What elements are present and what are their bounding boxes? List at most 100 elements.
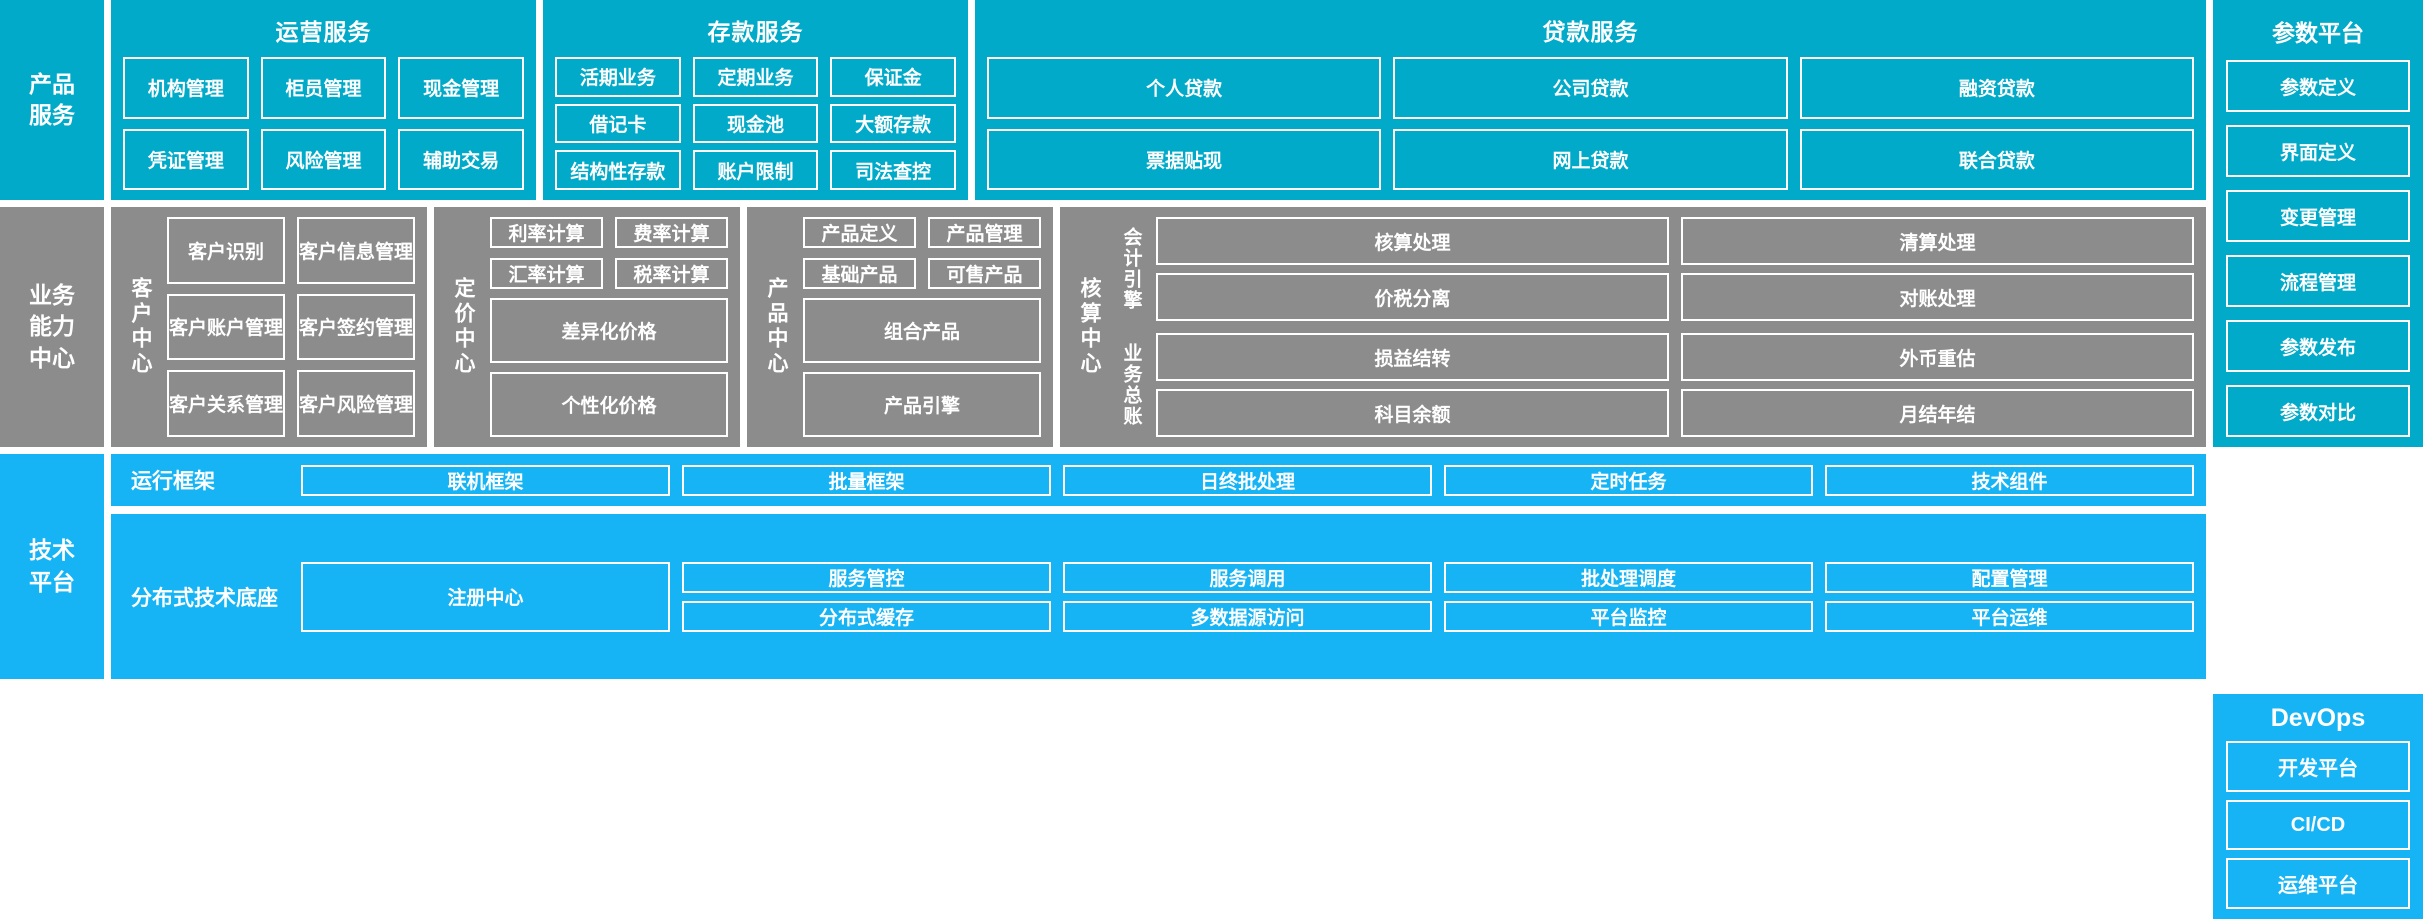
row-label-technical-platform: 技术 平台 — [0, 454, 104, 679]
tech-item[interactable]: 定时任务 — [1444, 464, 1813, 496]
center-name: 产品中心 — [765, 277, 788, 377]
service-item[interactable]: 网上贷款 — [1393, 128, 1788, 190]
service-item[interactable]: 大额存款 — [830, 103, 956, 144]
service-item[interactable]: 司法查控 — [830, 150, 956, 190]
panel-title: 存款服务 — [707, 19, 804, 45]
capability-item[interactable]: 费率计算 — [615, 217, 728, 248]
tech-item[interactable]: 技术组件 — [1825, 464, 2194, 496]
service-item[interactable]: 凭证管理 — [123, 128, 249, 190]
column-title: DevOps — [2270, 704, 2366, 732]
capability-item[interactable]: 价税分离 — [1156, 273, 1669, 321]
service-item[interactable]: 个人贷款 — [987, 57, 1382, 119]
column-items: 参数定义 界面定义 变更管理 流程管理 参数发布 参数对比 — [2226, 60, 2410, 437]
service-item[interactable]: 账户限制 — [692, 150, 819, 190]
center-full-row: 组合产品 — [803, 298, 1041, 363]
capability-item[interactable]: 利率计算 — [490, 217, 603, 248]
capability-item[interactable]: 组合产品 — [803, 298, 1041, 363]
tech-item[interactable]: 联机框架 — [301, 464, 670, 496]
service-item[interactable]: 风险管理 — [260, 128, 387, 190]
capability-item[interactable]: 产品管理 — [928, 217, 1041, 248]
parameter-item[interactable]: 参数定义 — [2226, 60, 2410, 112]
tech-item[interactable]: 注册中心 — [301, 561, 670, 632]
center-name: 客户中心 — [129, 277, 152, 377]
capability-item[interactable]: 损益结转 — [1156, 333, 1669, 381]
capability-item[interactable]: 客户识别 — [167, 217, 285, 284]
center-grid: 利率计算 费率计算 汇率计算 税率计算 — [490, 217, 728, 289]
column-title: 参数平台 — [2272, 20, 2364, 46]
service-item[interactable]: 公司贷款 — [1393, 57, 1788, 119]
accounting-subgroup-ledger: 业务总账 损益结转 外币重估 科目余额 月结年结 — [1116, 333, 2194, 437]
capability-item[interactable]: 个性化价格 — [490, 372, 728, 437]
devops-item[interactable]: CI/CD — [2226, 799, 2410, 851]
parameter-item[interactable]: 界面定义 — [2226, 125, 2410, 177]
devops-item[interactable]: 开发平台 — [2226, 741, 2410, 792]
service-item[interactable]: 借记卡 — [555, 103, 681, 144]
capability-item[interactable]: 差异化价格 — [490, 298, 728, 363]
tech-item[interactable]: 服务管控 — [682, 561, 1051, 593]
service-item[interactable]: 机构管理 — [123, 57, 249, 119]
service-item[interactable]: 现金管理 — [398, 57, 524, 119]
devops-item[interactable]: 运维平台 — [2226, 858, 2410, 910]
tech-item[interactable]: 批量框架 — [682, 464, 1051, 496]
capability-item[interactable]: 客户签约管理 — [297, 293, 415, 361]
row-label-line: 平台 — [29, 568, 75, 595]
center-accounting: 核算中心 会计引擎 核算处理 清算处理 价税分离 对账处理 业务总账 — [1060, 207, 2206, 447]
center-customer: 客户中心 客户识别 客户信息管理 客户账户管理 客户签约管理 客户关系管理 客户… — [111, 207, 427, 447]
tech-item[interactable]: 配置管理 — [1825, 561, 2194, 593]
center-body: 利率计算 费率计算 汇率计算 税率计算 差异化价格 个性化价格 — [490, 217, 728, 437]
capability-item[interactable]: 客户关系管理 — [167, 370, 285, 437]
capability-item[interactable]: 科目余额 — [1156, 389, 1669, 437]
capability-item[interactable]: 客户风险管理 — [297, 370, 415, 437]
row-label-line: 业务 — [29, 282, 75, 309]
tech-item[interactable]: 分布式缓存 — [682, 600, 1051, 632]
capability-item[interactable]: 产品引擎 — [803, 372, 1041, 437]
parameter-item[interactable]: 流程管理 — [2226, 255, 2410, 307]
tech-item[interactable]: 服务调用 — [1063, 561, 1432, 593]
center-name: 定价中心 — [452, 277, 475, 377]
service-item[interactable]: 票据贴现 — [987, 128, 1382, 190]
tech-item[interactable]: 平台运维 — [1825, 600, 2194, 632]
capability-item[interactable]: 核算处理 — [1156, 217, 1669, 265]
center-body: 会计引擎 核算处理 清算处理 价税分离 对账处理 业务总账 损益结转 外币重估 — [1116, 217, 2194, 437]
technical-blocks: 运行框架 联机框架 批量框架 日终批处理 定时任务 技术组件 分布式技术底座 注… — [111, 454, 2206, 679]
service-item[interactable]: 结构性存款 — [555, 150, 681, 190]
capability-item[interactable]: 外币重估 — [1681, 333, 2194, 381]
capability-item[interactable]: 基础产品 — [803, 258, 916, 289]
center-grid: 产品定义 产品管理 基础产品 可售产品 — [803, 217, 1041, 289]
tech-item[interactable]: 多数据源访问 — [1063, 600, 1432, 632]
service-item[interactable]: 活期业务 — [555, 57, 681, 97]
capability-item[interactable]: 客户信息管理 — [297, 217, 415, 284]
service-item[interactable]: 柜员管理 — [260, 57, 387, 119]
service-item[interactable]: 融资贷款 — [1799, 57, 2194, 119]
capability-item[interactable]: 清算处理 — [1681, 217, 2194, 265]
parameter-item[interactable]: 变更管理 — [2226, 190, 2410, 242]
parameter-item[interactable]: 参数对比 — [2226, 385, 2410, 437]
subgroup-grid: 核算处理 清算处理 价税分离 对账处理 — [1156, 217, 2194, 321]
capability-item[interactable]: 客户账户管理 — [167, 293, 285, 361]
service-item[interactable]: 联合贷款 — [1799, 128, 2194, 190]
capability-item[interactable]: 汇率计算 — [490, 258, 603, 289]
subgroup-label: 业务总账 — [1120, 343, 1142, 427]
tech-item[interactable]: 批处理调度 — [1444, 561, 1813, 593]
capability-item[interactable]: 税率计算 — [615, 258, 728, 289]
column-items: 开发平台 CI/CD 运维平台 — [2226, 741, 2410, 910]
service-item[interactable]: 辅助交易 — [398, 128, 524, 190]
foundation-column: 服务调用 多数据源访问 — [1063, 561, 1432, 632]
row-label-line: 能力 — [29, 313, 75, 340]
panel-title: 运营服务 — [275, 19, 372, 45]
tech-item[interactable]: 平台监控 — [1444, 600, 1813, 632]
capability-item[interactable]: 产品定义 — [803, 217, 916, 248]
panel-loan-services: 贷款服务 个人贷款 公司贷款 融资贷款 票据贴现 网上贷款 联合贷款 — [975, 0, 2206, 200]
capability-item[interactable]: 对账处理 — [1681, 273, 2194, 321]
panel-title: 贷款服务 — [1542, 19, 1639, 45]
panel-operations-services: 运营服务 机构管理 柜员管理 现金管理 凭证管理 风险管理 辅助交易 — [111, 0, 536, 200]
tech-item[interactable]: 日终批处理 — [1063, 464, 1432, 496]
capability-item[interactable]: 月结年结 — [1681, 389, 2194, 437]
service-item[interactable]: 保证金 — [830, 57, 956, 97]
capability-item[interactable]: 可售产品 — [928, 258, 1041, 289]
parameter-item[interactable]: 参数发布 — [2226, 320, 2410, 372]
panel-items: 个人贷款 公司贷款 融资贷款 票据贴现 网上贷款 联合贷款 — [987, 57, 2194, 190]
service-item[interactable]: 现金池 — [692, 103, 819, 144]
service-item[interactable]: 定期业务 — [692, 57, 819, 97]
